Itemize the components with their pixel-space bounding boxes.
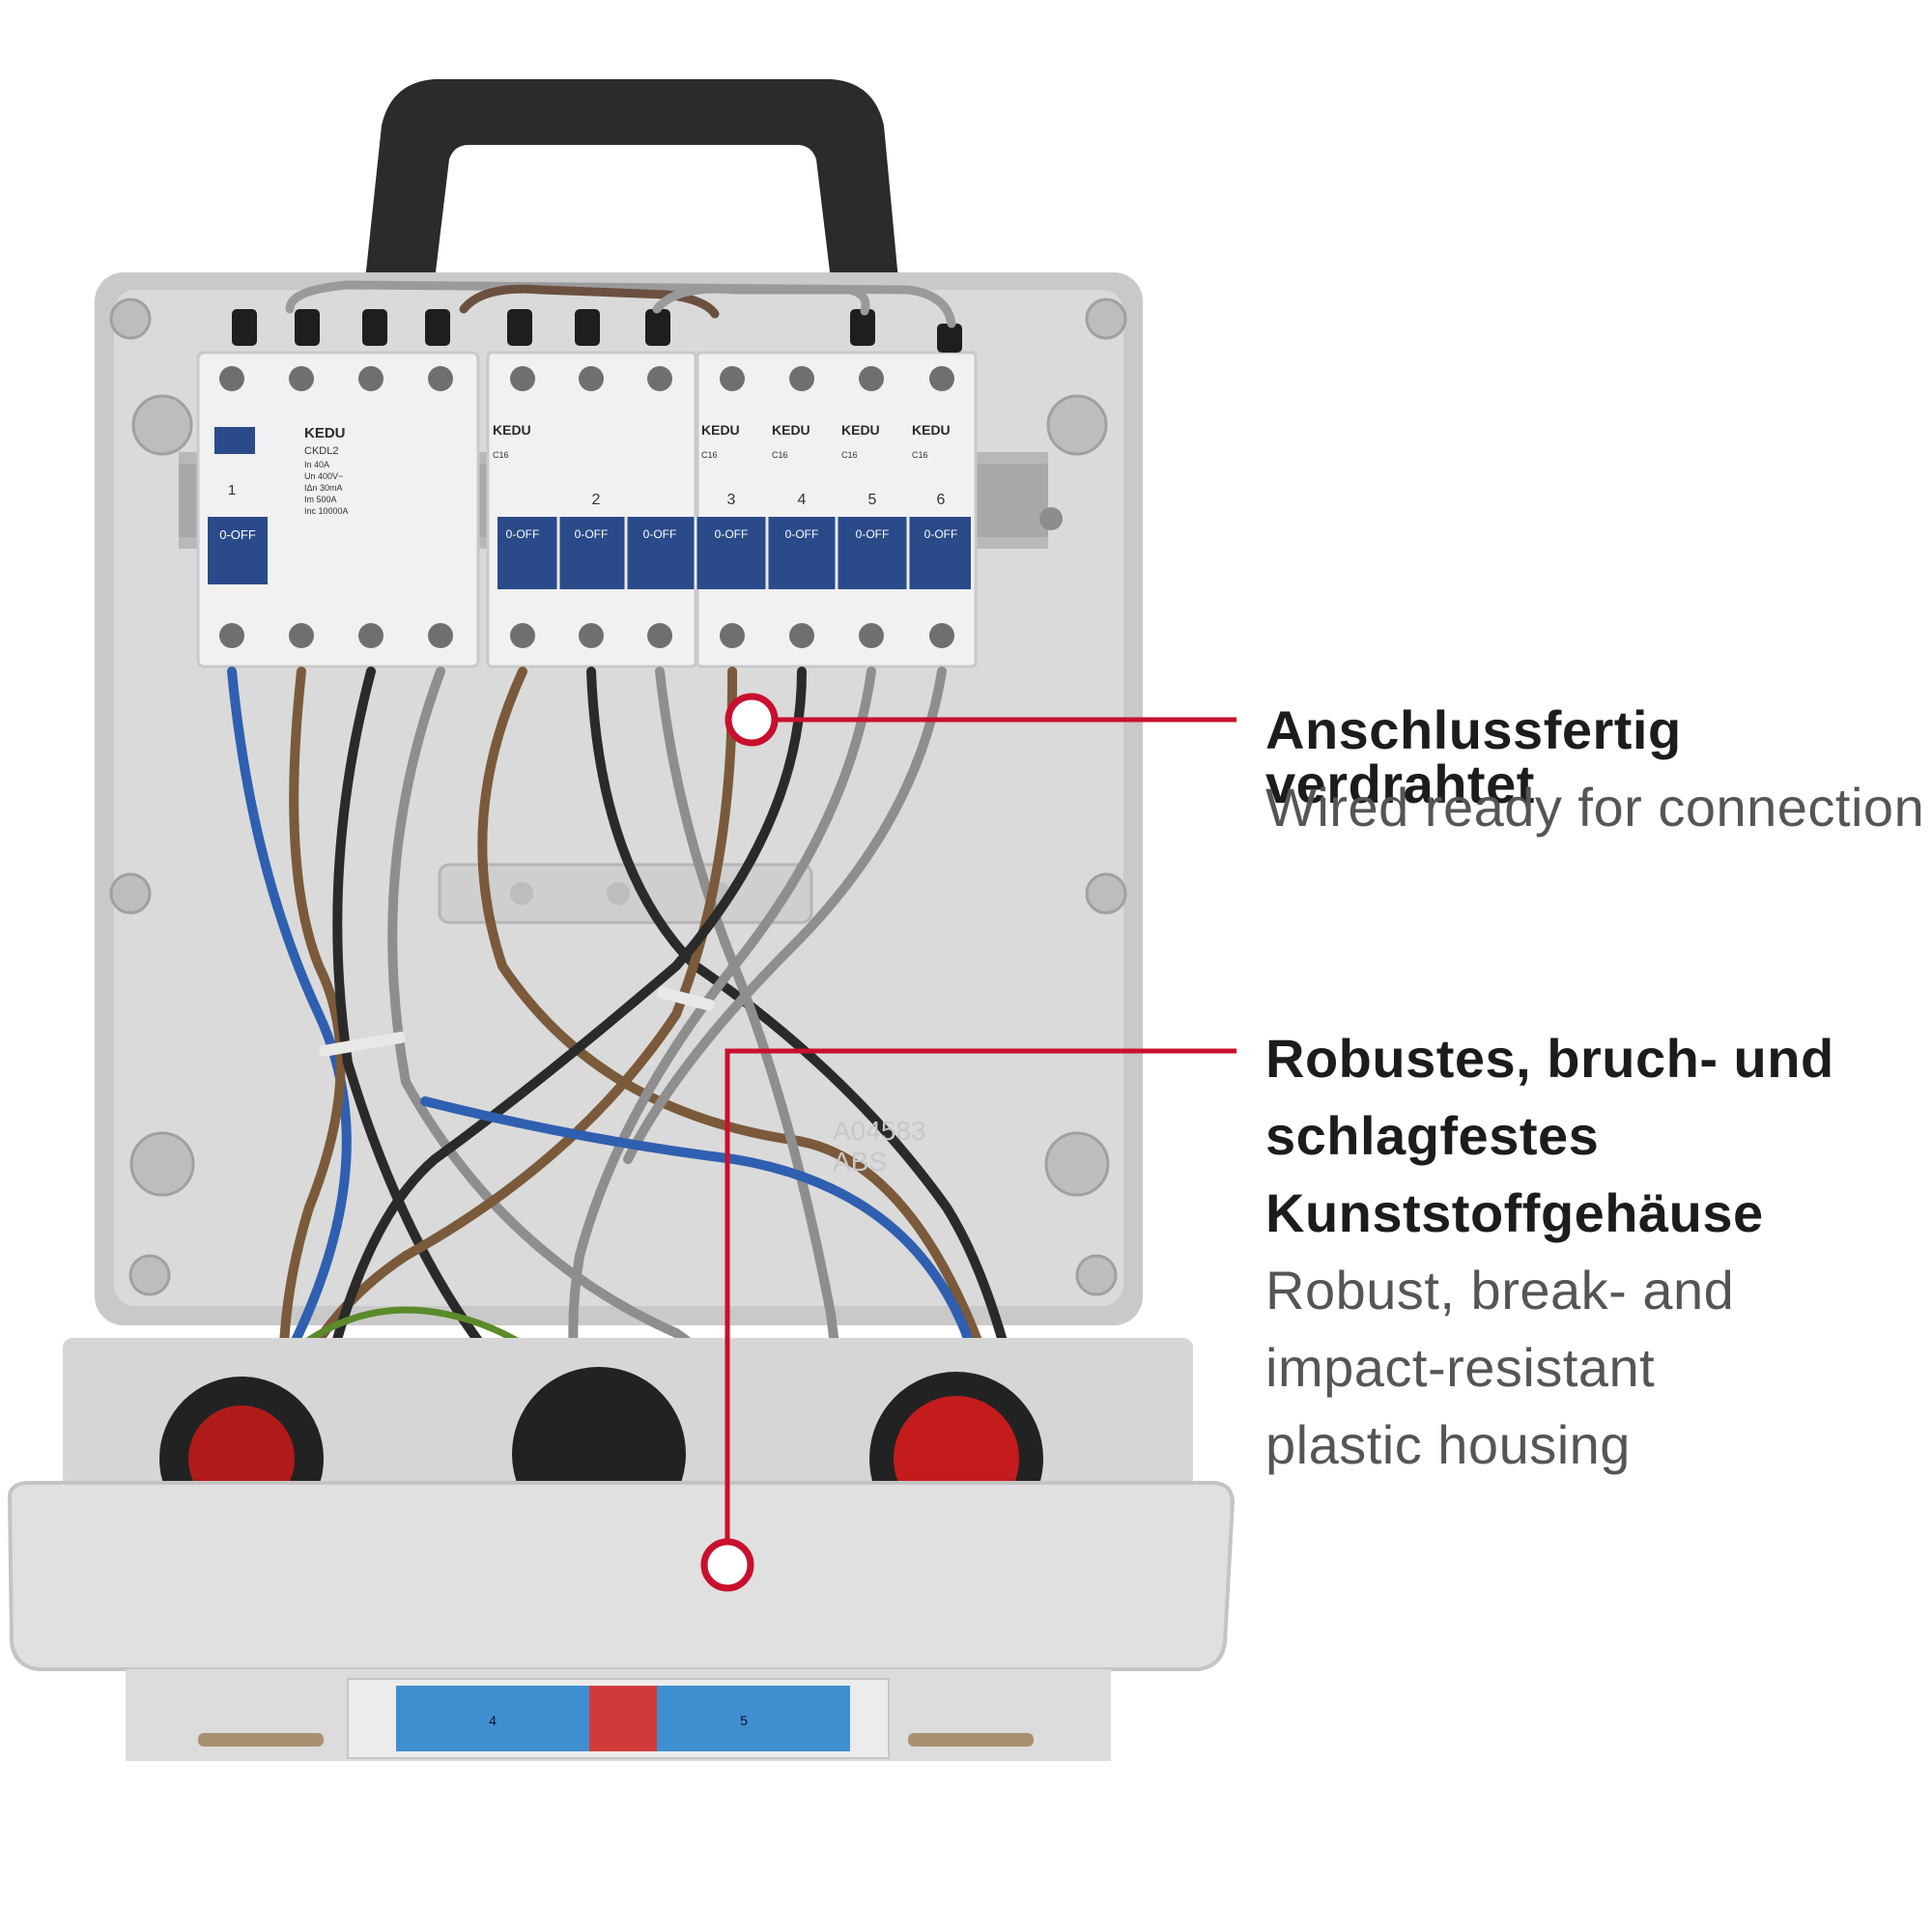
callout-housing-en-line-2: impact-resistant <box>1265 1337 1656 1398</box>
mcb-rating-5: C16 <box>841 450 858 460</box>
mcb-switch-5: 0-OFF <box>856 527 890 541</box>
mcb-number-3: 3 <box>727 492 736 508</box>
callout-housing-de-line-1: Robustes, bruch- und <box>1265 1028 1834 1089</box>
rcd-spec-1: Un 400V~ <box>304 471 343 481</box>
mcb-brand-4: KEDU <box>772 422 810 438</box>
rcd-breaker: 0-OFF KEDU CKDL2 In 40A Un 400V~ IΔn 30m… <box>196 351 480 668</box>
housing-mark-code: A04583 <box>833 1116 926 1146</box>
mcb-number-4: 4 <box>798 492 807 508</box>
callout-housing-en-line-1: Robust, break- and <box>1265 1260 1735 1321</box>
mcb-switch-3: 0-OFF <box>715 527 749 541</box>
rcd-brand: KEDU <box>304 425 346 441</box>
mcb-switch-4: 0-OFF <box>785 527 819 541</box>
cable-ties <box>319 986 715 1058</box>
callout-housing-de-line-2: schlagfestes <box>1265 1105 1600 1166</box>
rcd-model: CKDL2 <box>304 445 338 457</box>
mcb-number-6: 6 <box>937 492 946 508</box>
mcb-number-2: 2 <box>592 492 601 508</box>
mcb-switch-2a: 0-OFF <box>506 527 540 541</box>
rcd-spec-4: Inc 10000A <box>304 506 349 516</box>
mcb-rating-6: C16 <box>912 450 928 460</box>
callout-housing-de-line-3: Kunststoffgehäuse <box>1265 1182 1764 1243</box>
socket-label-5: 5 <box>740 1713 748 1728</box>
wires-top <box>285 280 956 328</box>
housing-lid: 4 5 <box>7 1481 1236 1761</box>
callout-housing-en-line-3: plastic housing <box>1265 1414 1631 1475</box>
mcb-rating-4: C16 <box>772 450 788 460</box>
carry-handle <box>365 79 898 280</box>
mcb-rating-3: C16 <box>701 450 718 460</box>
mcb-brand-3: KEDU <box>701 422 740 438</box>
rcd-switch-label: 0-OFF <box>219 527 256 542</box>
callout-lines <box>700 693 1236 1592</box>
rcd-spec-2: IΔn 30mA <box>304 483 343 493</box>
mcb-switch-2c: 0-OFF <box>643 527 677 541</box>
mcb-breakers: KEDU KEDU KEDU KEDU KEDU C16 C16 C16 C16… <box>486 351 978 668</box>
callout-wired-en: Wired ready for connection <box>1265 777 1925 838</box>
mcb-number-5: 5 <box>868 492 877 508</box>
mcb-rating-2: C16 <box>493 450 509 460</box>
rcd-spec-0: In 40A <box>304 460 329 469</box>
wire-caps-top <box>232 309 962 353</box>
mcb-brand-6: KEDU <box>912 422 951 438</box>
rcd-number: 1 <box>228 482 236 498</box>
socket-label-4: 4 <box>489 1713 497 1728</box>
mcb-brand-2: KEDU <box>493 422 531 438</box>
callout-housing: Robustes, bruch- und schlagfestes Kunsts… <box>1265 1032 1834 1495</box>
mcb-switch-2b: 0-OFF <box>575 527 609 541</box>
mcb-switch-6: 0-OFF <box>924 527 958 541</box>
mcb-brand-5: KEDU <box>841 422 880 438</box>
housing-mark-material: ABS <box>833 1147 887 1177</box>
callout-wired-de: Anschlussfertig verdrahtet <box>1265 699 1682 814</box>
rcd-spec-3: Im 500A <box>304 495 337 504</box>
